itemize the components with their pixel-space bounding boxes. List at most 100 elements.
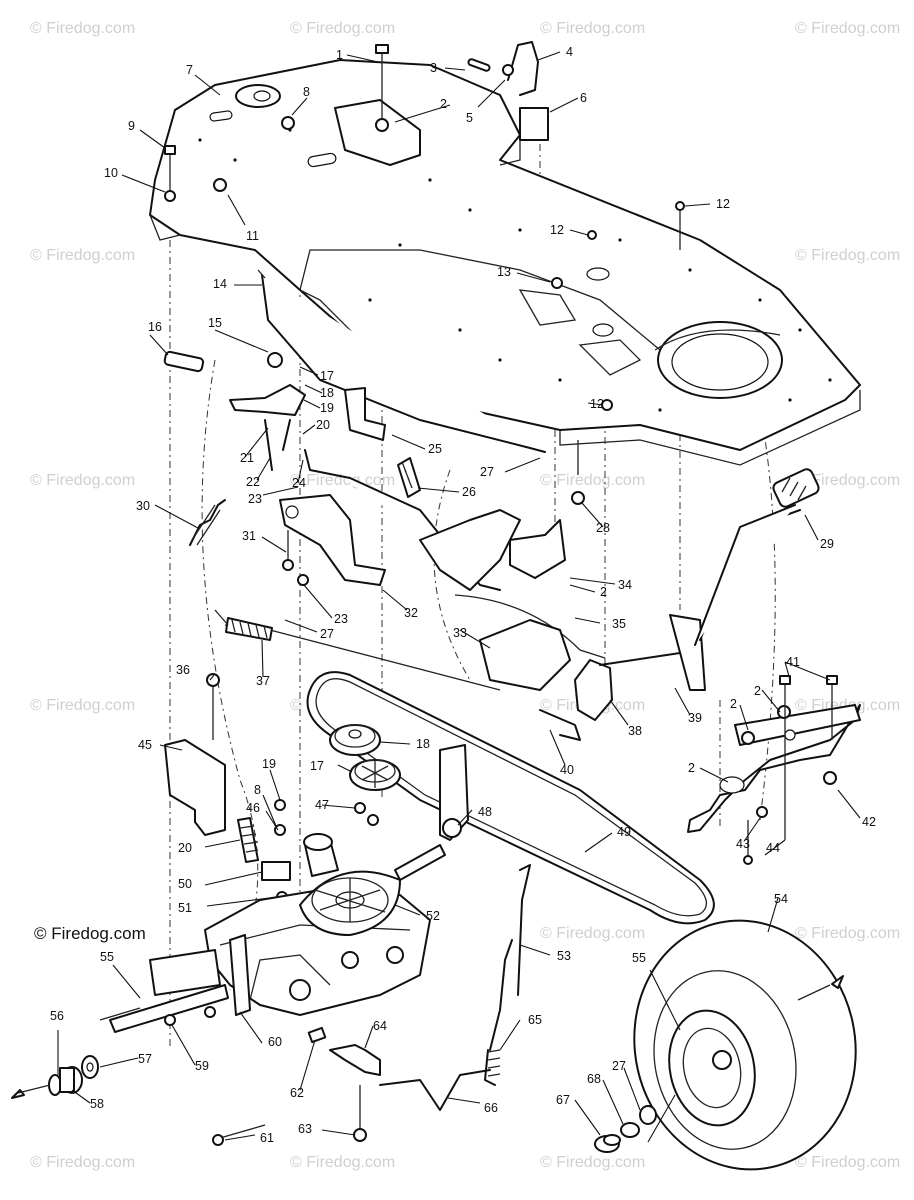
callout-8: 8: [303, 85, 310, 99]
callout-49: 49: [617, 825, 631, 839]
watermark: © Firedog.com: [540, 472, 645, 489]
callout-53: 53: [557, 949, 571, 963]
part-43-bracket: [164, 739, 226, 836]
callout-6: 6: [580, 91, 587, 105]
watermark: © Firedog.com: [290, 20, 395, 37]
callout-27: 27: [612, 1059, 626, 1073]
copyright-notice: © Firedog.com: [34, 924, 146, 943]
callout-9: 9: [128, 119, 135, 133]
callout-14: 14: [213, 277, 227, 291]
callout-17: 17: [310, 759, 324, 773]
callout-43: 43: [736, 837, 750, 851]
steering-opening: [334, 99, 421, 166]
callout-4: 4: [566, 45, 573, 59]
callout-2: 2: [754, 684, 761, 698]
callout-12: 12: [590, 397, 604, 411]
callout-55: 55: [100, 950, 114, 964]
callout-41: 41: [786, 655, 800, 669]
right-brackets: [687, 675, 861, 865]
callout-40: 40: [560, 763, 574, 777]
callout-27: 27: [480, 465, 494, 479]
callout-19: 19: [262, 757, 276, 771]
callout-42: 42: [862, 815, 876, 829]
linkage-rods: [163, 269, 820, 741]
callout-63: 63: [298, 1122, 312, 1136]
watermark: © Firedog.com: [795, 925, 900, 942]
callout-23: 23: [248, 492, 262, 506]
callout-46: 46: [246, 801, 260, 815]
callout-54: 54: [774, 892, 788, 906]
watermark: © Firedog.com: [540, 1154, 645, 1171]
callout-34: 34: [618, 578, 632, 592]
callout-16: 16: [148, 320, 162, 334]
callout-38: 38: [628, 724, 642, 738]
callout-18: 18: [416, 737, 430, 751]
callout-2: 2: [688, 761, 695, 775]
callout-24: 24: [292, 476, 306, 490]
callout-27: 27: [320, 627, 334, 641]
part-29-pedal-pad: [772, 468, 820, 508]
part-16-bumper: [163, 350, 205, 373]
callout-36: 36: [176, 663, 190, 677]
callout-20: 20: [316, 418, 330, 432]
rear-wheel: [594, 919, 857, 1171]
watermark: © Firedog.com: [290, 1154, 395, 1171]
callout-2: 2: [730, 697, 737, 711]
callout-48: 48: [478, 805, 492, 819]
callout-8: 8: [254, 783, 261, 797]
callout-39: 39: [688, 711, 702, 725]
callout-55: 55: [632, 951, 646, 965]
callout-68: 68: [587, 1072, 601, 1086]
watermark: © Firedog.com: [540, 925, 645, 942]
callout-57: 57: [138, 1052, 152, 1066]
drive-belt: [306, 671, 715, 925]
watermark: © Firedog.com: [795, 1154, 900, 1171]
callout-60: 60: [268, 1035, 282, 1049]
watermark: © Firedog.com: [30, 247, 135, 264]
callout-59: 59: [195, 1059, 209, 1073]
brake-rod: [329, 864, 531, 1142]
callout-23: 23: [334, 612, 348, 626]
callout-50: 50: [178, 877, 192, 891]
part-53-rim: [668, 1009, 756, 1127]
callout-52: 52: [426, 909, 440, 923]
callout-12: 12: [550, 223, 564, 237]
frame-deck: [149, 59, 861, 466]
callout-35: 35: [612, 617, 626, 631]
callout-67: 67: [556, 1093, 570, 1107]
callout-58: 58: [90, 1097, 104, 1111]
leader-lines: [57, 51, 861, 1143]
callout-25: 25: [428, 442, 442, 456]
callout-18: 18: [320, 386, 334, 400]
callout-19: 19: [320, 401, 334, 415]
callout-29: 29: [820, 537, 834, 551]
callout-28: 28: [596, 521, 610, 535]
watermark: © Firedog.com: [540, 20, 645, 37]
idler-pulleys: [329, 724, 469, 841]
callout-5: 5: [466, 111, 473, 125]
callout-61: 61: [260, 1131, 274, 1145]
callout-66: 66: [484, 1101, 498, 1115]
callout-11: 11: [246, 229, 259, 243]
callout-62: 62: [290, 1086, 304, 1100]
callout-10: 10: [104, 166, 118, 180]
transaxle: [109, 833, 446, 1146]
watermark: © Firedog.com: [30, 697, 135, 714]
callout-7: 7: [186, 63, 193, 77]
callout-15: 15: [208, 316, 222, 330]
watermark: © Firedog.com: [30, 20, 135, 37]
callout-56: 56: [50, 1009, 64, 1023]
callout-30: 30: [136, 499, 150, 513]
callout-51: 51: [178, 901, 192, 915]
callout-26: 26: [462, 485, 476, 499]
callout-1: 1: [336, 48, 343, 62]
callout-20: 20: [178, 841, 192, 855]
callout-numbers: 1234567891011121213121415161718192021222…: [50, 45, 876, 1145]
callout-17: 17: [320, 369, 334, 383]
watermark: © Firedog.com: [290, 472, 395, 489]
callout-31: 31: [242, 529, 256, 543]
top-hardware: [164, 41, 685, 411]
callout-64: 64: [373, 1019, 387, 1033]
axle-hardware: [11, 1007, 141, 1099]
